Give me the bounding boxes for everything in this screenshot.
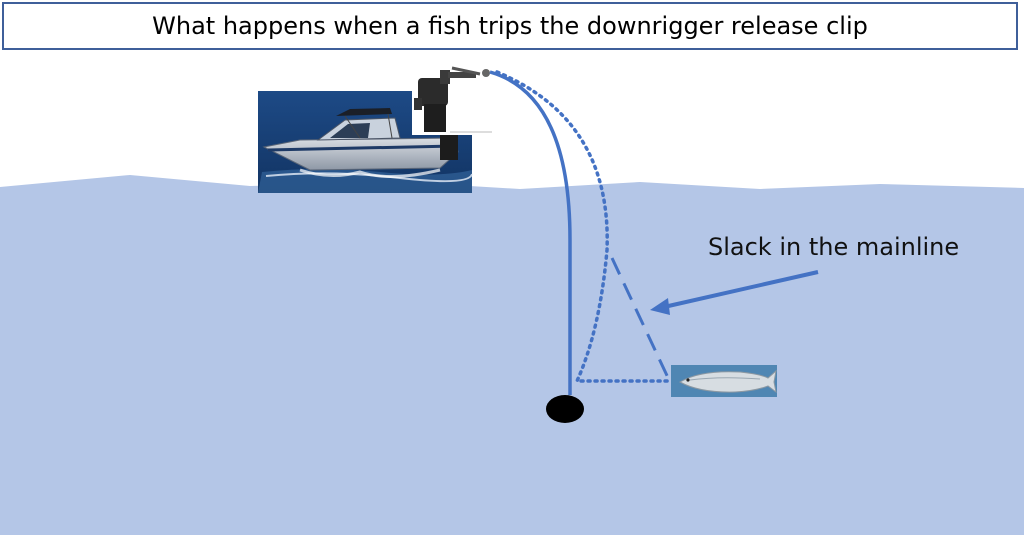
water-area <box>0 175 1024 535</box>
slack-label: Slack in the mainline <box>708 233 960 261</box>
slack-line-dashed <box>610 257 672 383</box>
diagram-title: What happens when a fish trips the downr… <box>152 12 868 40</box>
cannonball-weight <box>546 395 584 423</box>
downrigger-photo <box>412 63 492 135</box>
mainline-dotted <box>495 70 670 383</box>
downrigger-cable <box>489 70 572 395</box>
boat-photo <box>258 91 473 193</box>
diagram-title-box: What happens when a fish trips the downr… <box>2 2 1018 50</box>
salmon-photo <box>671 365 777 397</box>
slack-arrow <box>650 270 819 315</box>
